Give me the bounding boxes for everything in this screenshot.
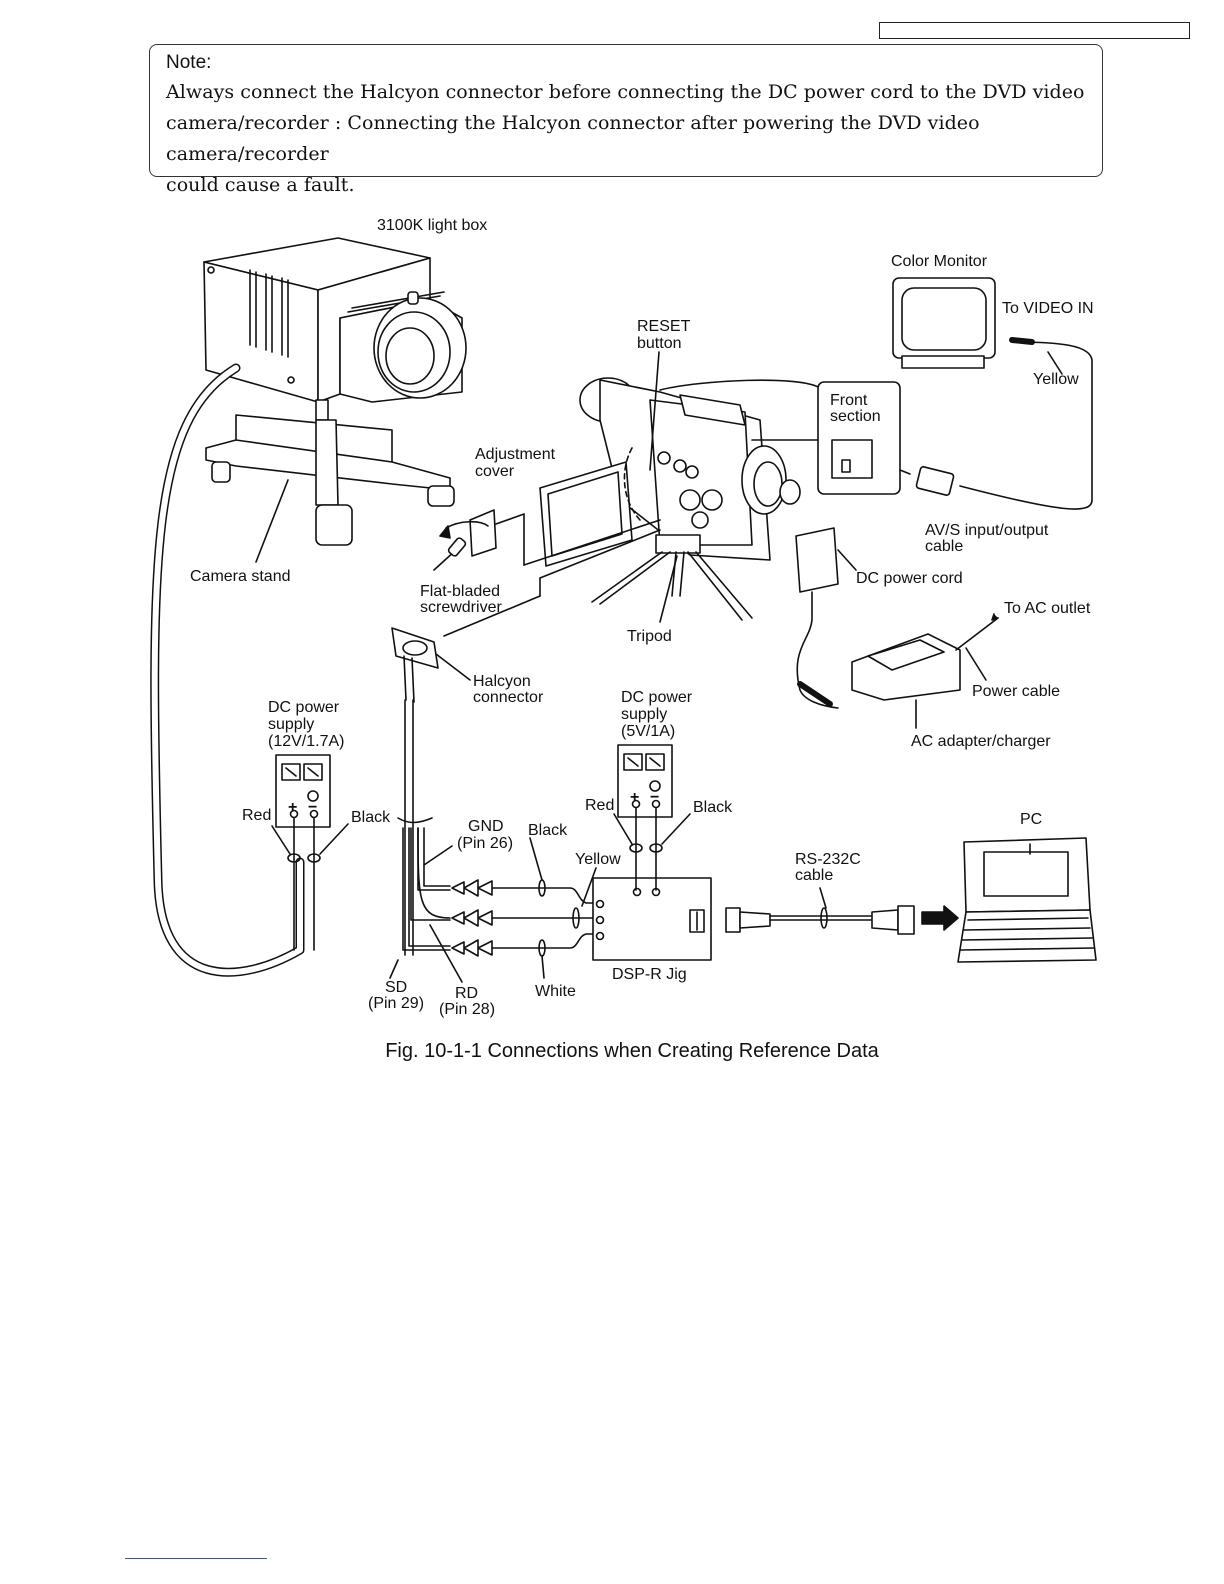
rs232c-cable — [725, 887, 959, 935]
note-body: Always connect the Halcyon connector bef… — [166, 77, 1102, 201]
label-dcps12-2: supply — [268, 716, 314, 733]
front-section-inset — [751, 381, 901, 495]
label-rs232-2: cable — [795, 867, 833, 884]
label-halcyon-1: Halcyon — [473, 673, 531, 690]
label-rd-1: RD — [455, 985, 478, 1002]
label-pc: PC — [1020, 811, 1042, 828]
label-halcyon-2: connector — [473, 689, 544, 706]
note-line-3: could cause a fault. — [166, 174, 355, 196]
camera-stand — [205, 414, 455, 563]
label-gnd-1: GND — [468, 818, 504, 835]
label-black-right: Black — [693, 799, 733, 816]
label-sd-2: (Pin 29) — [368, 995, 424, 1012]
label-dcps5-2: supply — [621, 706, 667, 723]
label-black-left: Black — [351, 809, 391, 826]
label-dcps5-3: (5V/1A) — [621, 723, 675, 740]
label-tripod: Tripod — [627, 628, 672, 645]
label-to-video-in: To VIDEO IN — [1002, 300, 1094, 317]
label-ac-adapter: AC adapter/charger — [911, 733, 1051, 750]
label-to-ac: To AC outlet — [1004, 600, 1091, 617]
label-camera-stand: Camera stand — [190, 568, 291, 585]
label-avs-2: cable — [925, 538, 963, 555]
label-avs-1: AV/S input/output — [925, 522, 1049, 539]
figure-caption: Fig. 10-1-1 Connections when Creating Re… — [385, 1040, 879, 1062]
dvd-camcorder — [539, 377, 821, 567]
note-title: Note: — [166, 52, 212, 73]
label-white: White — [535, 983, 576, 1000]
note-line-2: camera/recorder : Connecting the Halcyon… — [166, 112, 980, 165]
label-screwdriver-1: Flat-bladed — [420, 583, 500, 600]
halcyon-connector — [391, 529, 661, 703]
label-sd-1: SD — [385, 979, 407, 996]
label-dc-cord: DC power cord — [856, 570, 963, 587]
light-box — [203, 237, 467, 421]
dc-power-cord — [795, 527, 857, 709]
label-minus-mid: − — [650, 789, 659, 806]
label-adjust-2: cover — [475, 463, 515, 480]
label-screwdriver-2: screwdriver — [420, 599, 502, 616]
ac-adapter — [851, 613, 999, 729]
label-light-box: 3100K light box — [377, 217, 487, 234]
pc-laptop — [957, 837, 1097, 963]
adjustment-cover — [433, 509, 661, 571]
color-monitor — [892, 277, 996, 369]
label-front-2: section — [830, 408, 881, 425]
label-minus-left: − — [308, 799, 317, 816]
label-red-mid: Red — [585, 797, 614, 814]
dsp-r-jig — [592, 877, 712, 961]
label-red-left: Red — [242, 807, 271, 824]
label-yellow-top: Yellow — [1033, 371, 1079, 388]
label-rd-2: (Pin 28) — [439, 1001, 495, 1018]
note-box: Note: Always connect the Halcyon connect… — [149, 44, 1103, 196]
pin-plugs — [451, 837, 597, 979]
label-power-cable: Power cable — [972, 683, 1060, 700]
label-dcps12-3: (12V/1.7A) — [268, 733, 344, 750]
label-rs232-1: RS-232C — [795, 851, 861, 868]
label-dcps12-1: DC power — [268, 699, 340, 716]
page-header-box — [879, 22, 1190, 39]
label-black-mid: Black — [528, 822, 568, 839]
note-line-1: Always connect the Halcyon connector bef… — [166, 81, 1085, 103]
dc-power-supply-12v — [271, 754, 349, 951]
label-front-1: Front — [830, 392, 868, 409]
label-gnd-2: (Pin 26) — [457, 835, 513, 852]
dc-power-supply-5v — [613, 744, 691, 891]
tripod — [591, 534, 753, 621]
label-dcps5-1: DC power — [621, 689, 693, 706]
label-color-monitor: Color Monitor — [891, 253, 988, 270]
label-reset-1: RESET — [637, 318, 691, 335]
label-reset-2: button — [637, 335, 681, 352]
label-dsp-jig: DSP-R Jig — [612, 966, 687, 983]
label-adjust-1: Adjustment — [475, 446, 556, 463]
label-plus-mid: + — [630, 789, 639, 806]
label-plus-left: + — [288, 799, 297, 816]
footer-rule — [125, 1558, 267, 1559]
halcyon-cable-bundle — [389, 699, 463, 983]
diagram-labels: 3100K light box Color Monitor To VIDEO I… — [190, 217, 1094, 1018]
label-yellow-mid: Yellow — [575, 851, 621, 868]
